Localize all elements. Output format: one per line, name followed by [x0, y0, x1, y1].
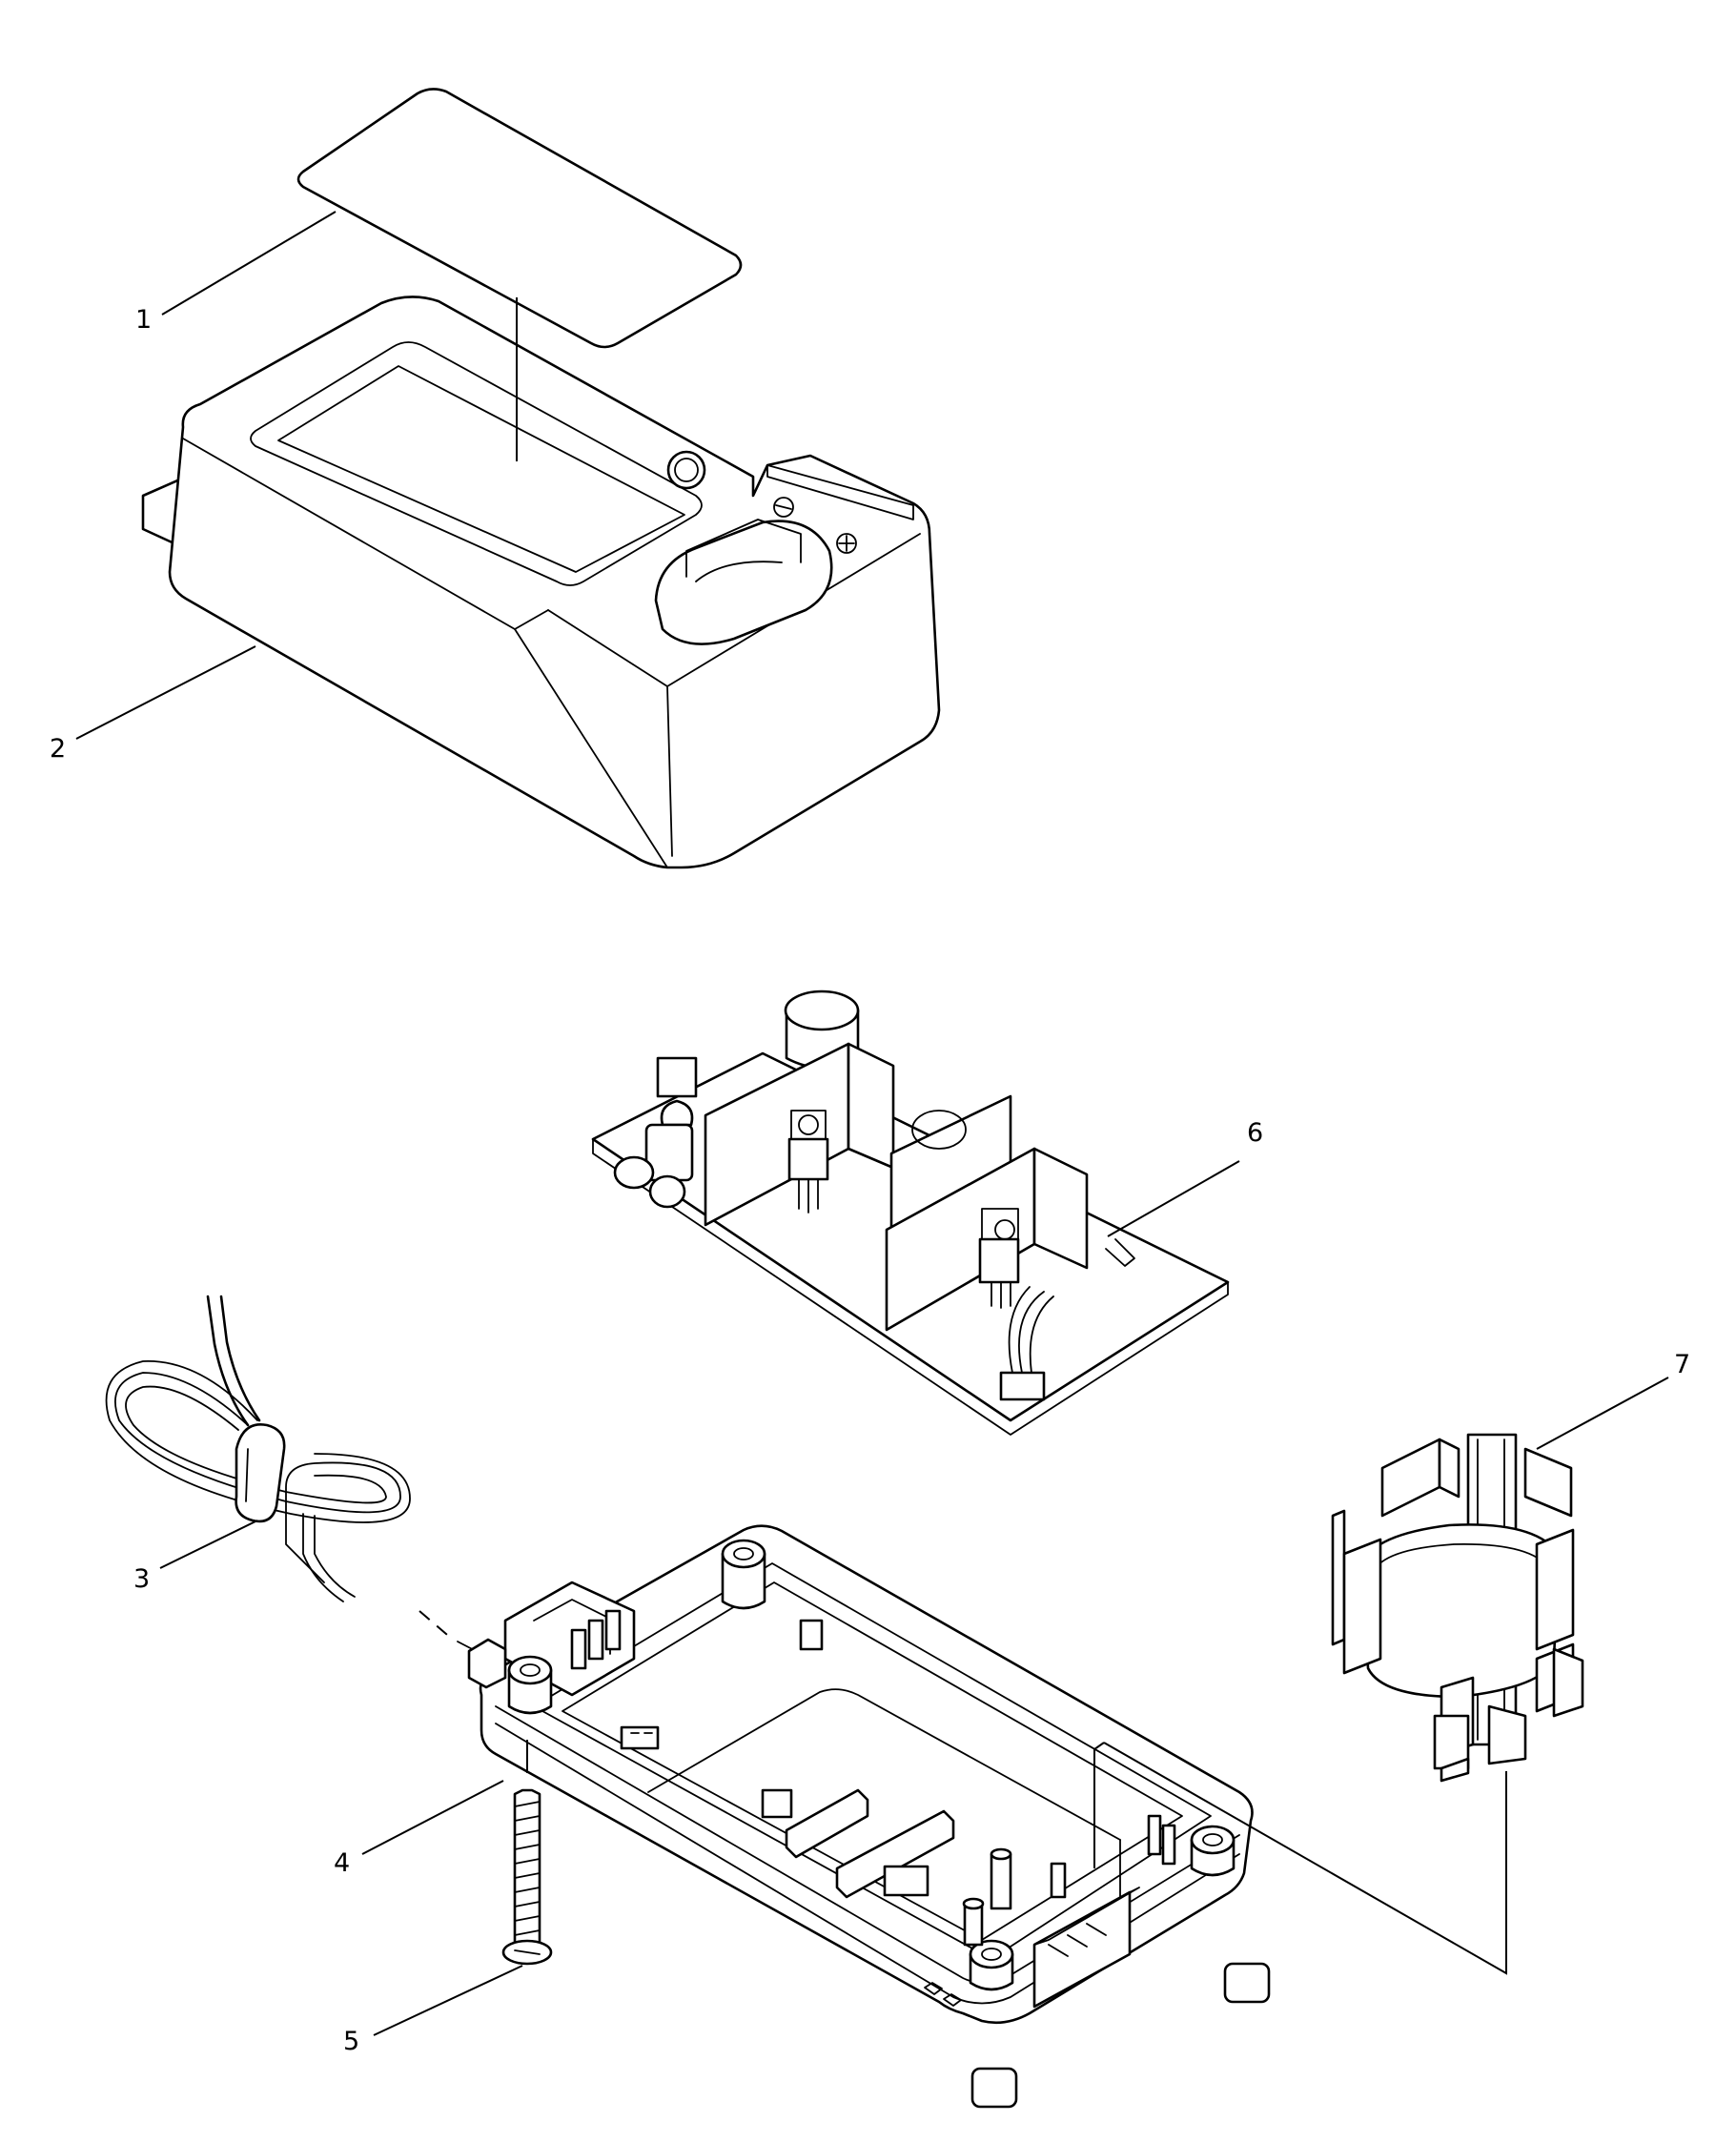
leader-line-6 [1107, 1160, 1240, 1237]
part-7-battery-holder [1331, 1433, 1584, 1783]
part-3-power-cord [105, 1295, 482, 1655]
part-4-lower-base [467, 1524, 1271, 2109]
leader-line-7 [1536, 1377, 1669, 1450]
callout-4: 4 [334, 1848, 350, 1878]
part-1-label-plate [296, 88, 743, 349]
callout-5: 5 [343, 2027, 359, 2056]
leader-line-1 [161, 211, 337, 316]
callout-6: 6 [1247, 1118, 1263, 1148]
part-5-screw [501, 1788, 553, 1966]
leader-line-3 [159, 1520, 258, 1569]
part-6-circuit-board [591, 989, 1230, 1436]
callout-2: 2 [50, 734, 66, 764]
part-2-upper-housing [141, 296, 941, 869]
callout-1: 1 [135, 305, 152, 335]
leader-line-4 [361, 1780, 504, 1855]
callout-3: 3 [133, 1564, 150, 1594]
callout-7: 7 [1674, 1350, 1690, 1379]
leader-line-5 [373, 1965, 523, 2036]
leader-line-2 [75, 645, 256, 740]
